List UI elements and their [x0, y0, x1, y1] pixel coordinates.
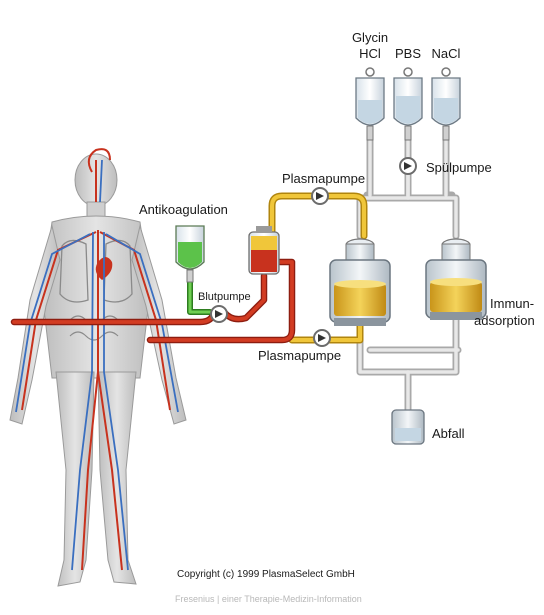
label-adsorption: adsorption — [474, 313, 535, 328]
label-pbs: PBS — [395, 46, 421, 61]
copyright-text: Copyright (c) 1999 PlasmaSelect GmbH — [177, 569, 355, 580]
label-hcl: HCl — [359, 46, 381, 61]
label-plasmapumpe-top: Plasmapumpe — [282, 171, 365, 186]
pump-blutpumpe — [211, 306, 227, 322]
adsorption-column-right — [426, 239, 486, 320]
pump-spuelpumpe — [400, 158, 416, 174]
bag-glycin-hcl — [356, 68, 384, 140]
waste-container — [392, 410, 424, 444]
bag-pbs — [394, 68, 422, 140]
label-blutpumpe: Blutpumpe — [198, 291, 251, 303]
pump-plasmapumpe-bottom — [314, 330, 330, 346]
label-plasmapumpe-bottom: Plasmapumpe — [258, 348, 341, 363]
plasma-separator — [249, 226, 279, 274]
label-antikoagulation: Antikoagulation — [139, 202, 228, 217]
bag-nacl — [432, 68, 460, 140]
adsorption-column-left — [330, 239, 390, 326]
label-immun: Immun- — [490, 296, 534, 311]
label-abfall: Abfall — [432, 426, 465, 441]
pump-plasmapumpe-top — [312, 188, 328, 204]
faint-caption: Fresenius | einer Therapie-Medizin-Infor… — [175, 594, 362, 604]
bag-antikoagulation — [176, 226, 204, 282]
label-glycin: Glycin — [352, 30, 388, 45]
label-nacl: NaCl — [432, 46, 461, 61]
label-spuelpumpe: Spülpumpe — [426, 160, 492, 175]
